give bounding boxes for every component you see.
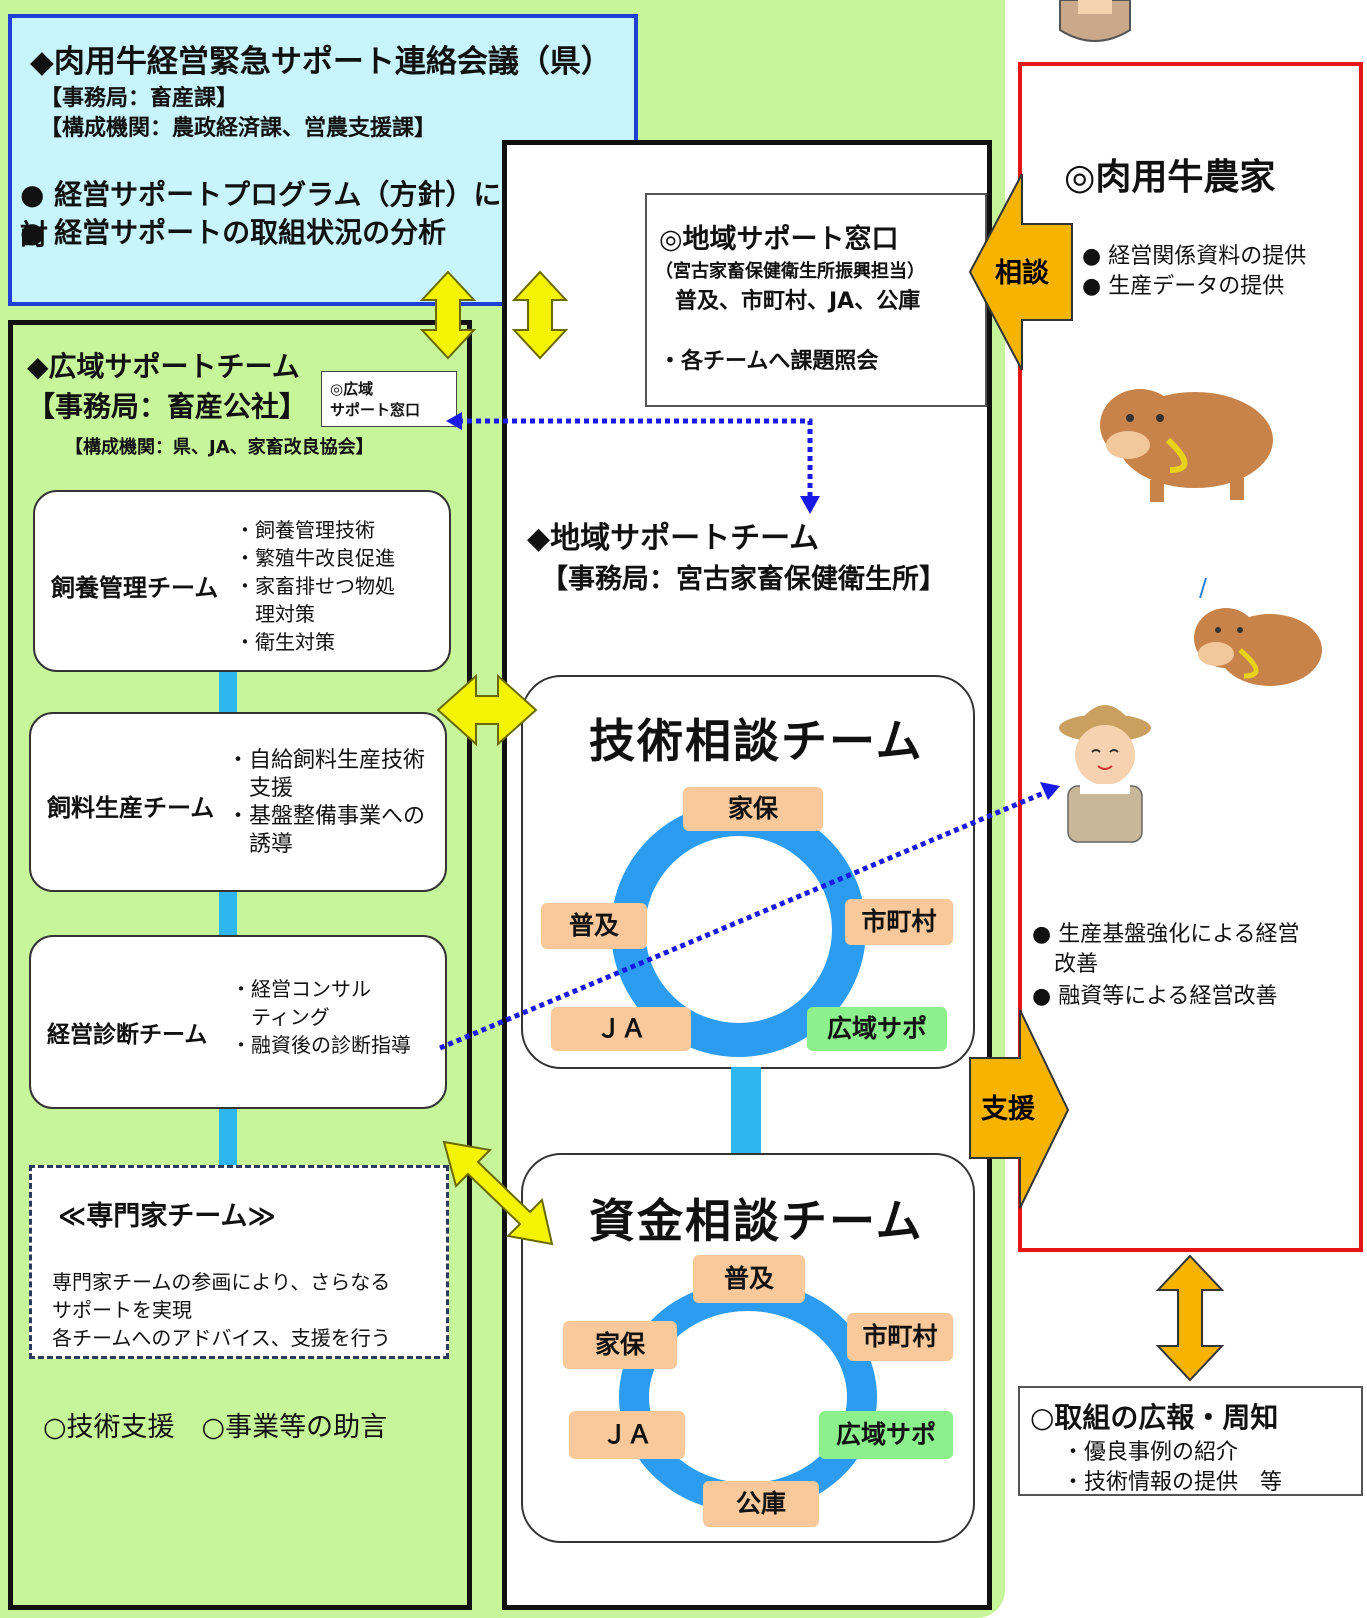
team-shiryou: 飼料生産チーム ・自給飼料生産技術 支援 ・基盤整備事業への 誘導 [29,712,447,892]
connector [731,1067,761,1155]
farmer-result: 改善 [1032,952,1099,977]
farmer-result: ● 生産基盤強化による経営 [1032,922,1300,947]
chiiki-office: 【事務局：宮古家畜保健衛生所】 [541,564,946,595]
member-koko: 公庫 [703,1481,819,1527]
council-office: 【事務局：畜産課】 [40,86,239,111]
team-name: 飼料生産チーム [47,794,215,822]
double-arrow-horizontal [436,673,538,747]
koiki-footer: ○技術支援 ○事業等の助言 [43,1412,388,1443]
team-item: ・融資後の診断指導 [231,1033,411,1057]
chiiki-title: ◆地域サポートチーム [527,521,820,556]
member-shichoson: 市町村 [847,1313,953,1361]
team-item: ・自給飼料生産技術 [227,748,426,773]
connector [219,1107,237,1167]
support-arrow [969,1009,1070,1209]
member-shichoson: 市町村 [845,899,953,945]
team-item: 誘導 [227,832,294,857]
team-item: ・経営コンサル [231,977,371,1001]
expert-line: 専門家チームの参画により、さらなる [52,1270,391,1294]
pr-box: ○取組の広報・周知 ・優良事例の紹介 ・技術情報の提供 等 [1018,1386,1363,1496]
team-item: ・基盤整備事業への [227,804,426,829]
window-title: ◎地域サポート窓口 [659,224,899,255]
window-members: 普及、市町村、JA、公庫 [675,289,921,314]
koiki-team-panel: ◆広域サポートチーム 【事務局：畜産公社】 ◎広域 サポート窓口 【構成機関：県… [8,320,472,1610]
double-arrow-council-chiiki [511,270,569,360]
dotted-arrow-diagonal [439,789,1047,1051]
member-koiki: 広域サポ [807,1007,947,1051]
double-arrow-diagonal [442,1140,554,1246]
fund-title: 資金相談チーム [589,1194,924,1248]
double-arrow-farmer-pr [1155,1254,1225,1382]
dotted-arrow-head [446,412,462,430]
team-item: 支援 [227,776,294,801]
koiki-window-line1: ◎広域 [330,380,374,398]
member-fukyu: 普及 [541,903,647,949]
cow-icon [1194,577,1322,686]
koiki-office: 【事務局：畜産公社】 [27,390,308,423]
consult-label: 相談 [995,257,1050,289]
team-item: ・飼養管理技術 [235,518,375,542]
farmer-box: ◎肉用牛農家 ● 経営関係資料の提供 ● 生産データの提供 ● 生産基盤強化によ… [1018,62,1363,1252]
council-members: 【構成機関：農政経済課、営農支援課】 [40,116,437,141]
tech-title: 技術相談チーム [589,714,924,768]
koiki-window-box: ◎広域 サポート窓口 [321,371,457,427]
koiki-members: 【構成機関：県、JA、家畜改良協会】 [65,437,374,458]
member-kaho: 家保 [683,787,823,831]
council-bullet-2: ● 経営サポートの取組状況の分析 [20,216,447,249]
dotted-arrow-head [800,496,820,514]
pr-title: ○取組の広報・周知 [1030,1401,1279,1434]
member-kaho: 家保 [563,1321,677,1369]
expert-line: 各チームへのアドバイス、支援を行う [52,1326,391,1350]
team-shiyou: 飼養管理チーム ・飼養管理技術 ・繁殖牛改良促進 ・家畜排せつ物処 理対策 ・衛… [33,490,451,672]
support-label: 支援 [981,1094,1036,1125]
tech-consult-team: 技術相談チーム 家保 普及 市町村 ＪＡ 広域サポ [521,675,975,1069]
koiki-title: ◆広域サポートチーム [27,350,300,383]
dotted-arrow-window [458,418,813,498]
team-name: 飼養管理チーム [51,574,219,602]
member-ja: ＪＡ [569,1411,685,1459]
farmer-title: ◎肉用牛農家 [1064,157,1276,198]
double-arrow-council-koiki [419,270,477,360]
window-sub: （宮古家畜保健衛生所振興担当） [655,261,925,282]
expert-title: ≪専門家チーム≫ [58,1201,276,1232]
pr-item: ・優良事例の紹介 [1062,1440,1239,1465]
regional-window-box: ◎地域サポート窓口 （宮古家畜保健衛生所振興担当） 普及、市町村、JA、公庫 ・… [645,193,987,407]
dotted-arrow-head [1040,782,1060,800]
team-item: ティング [231,1005,330,1029]
council-title: ◆肉用牛経営緊急サポート連絡会議（県） [30,44,612,80]
farmer-result: ● 融資等による経営改善 [1032,984,1278,1009]
window-note: ・各チームへ課題照会 [659,349,879,374]
koiki-window-line2: サポート窓口 [330,401,421,419]
team-name: 経営診断チーム [47,1022,208,1048]
expert-team-box: ≪専門家チーム≫ 専門家チームの参画により、さらなる サポートを実現 各チームへ… [29,1165,449,1359]
consult-arrow [968,173,1073,371]
member-ja: ＪＡ [551,1007,691,1051]
team-keiei: 経営診断チーム ・経営コンサル ティング ・融資後の診断指導 [29,935,447,1109]
pr-item: ・技術情報の提供 等 [1062,1470,1283,1495]
team-item: 理対策 [235,602,315,626]
expert-line: サポートを実現 [52,1298,192,1322]
farmer-provide: ● 生産データの提供 [1082,274,1285,299]
connector [219,670,237,714]
cow-icon [1100,389,1273,502]
connector [219,890,237,938]
farmer-provide: ● 経営関係資料の提供 [1082,244,1307,269]
team-item: ・家畜排せつ物処 [235,574,395,598]
farmer-icon [1059,0,1131,42]
member-koiki: 広域サポ [819,1411,953,1459]
member-fukyu: 普及 [693,1255,805,1303]
farmer-icon [1059,705,1151,843]
team-item: ・衛生対策 [235,630,335,654]
fund-consult-team: 資金相談チーム 普及 家保 市町村 ＪＡ 広域サポ 公庫 [521,1153,975,1543]
team-item: ・繁殖牛改良促進 [235,546,395,570]
